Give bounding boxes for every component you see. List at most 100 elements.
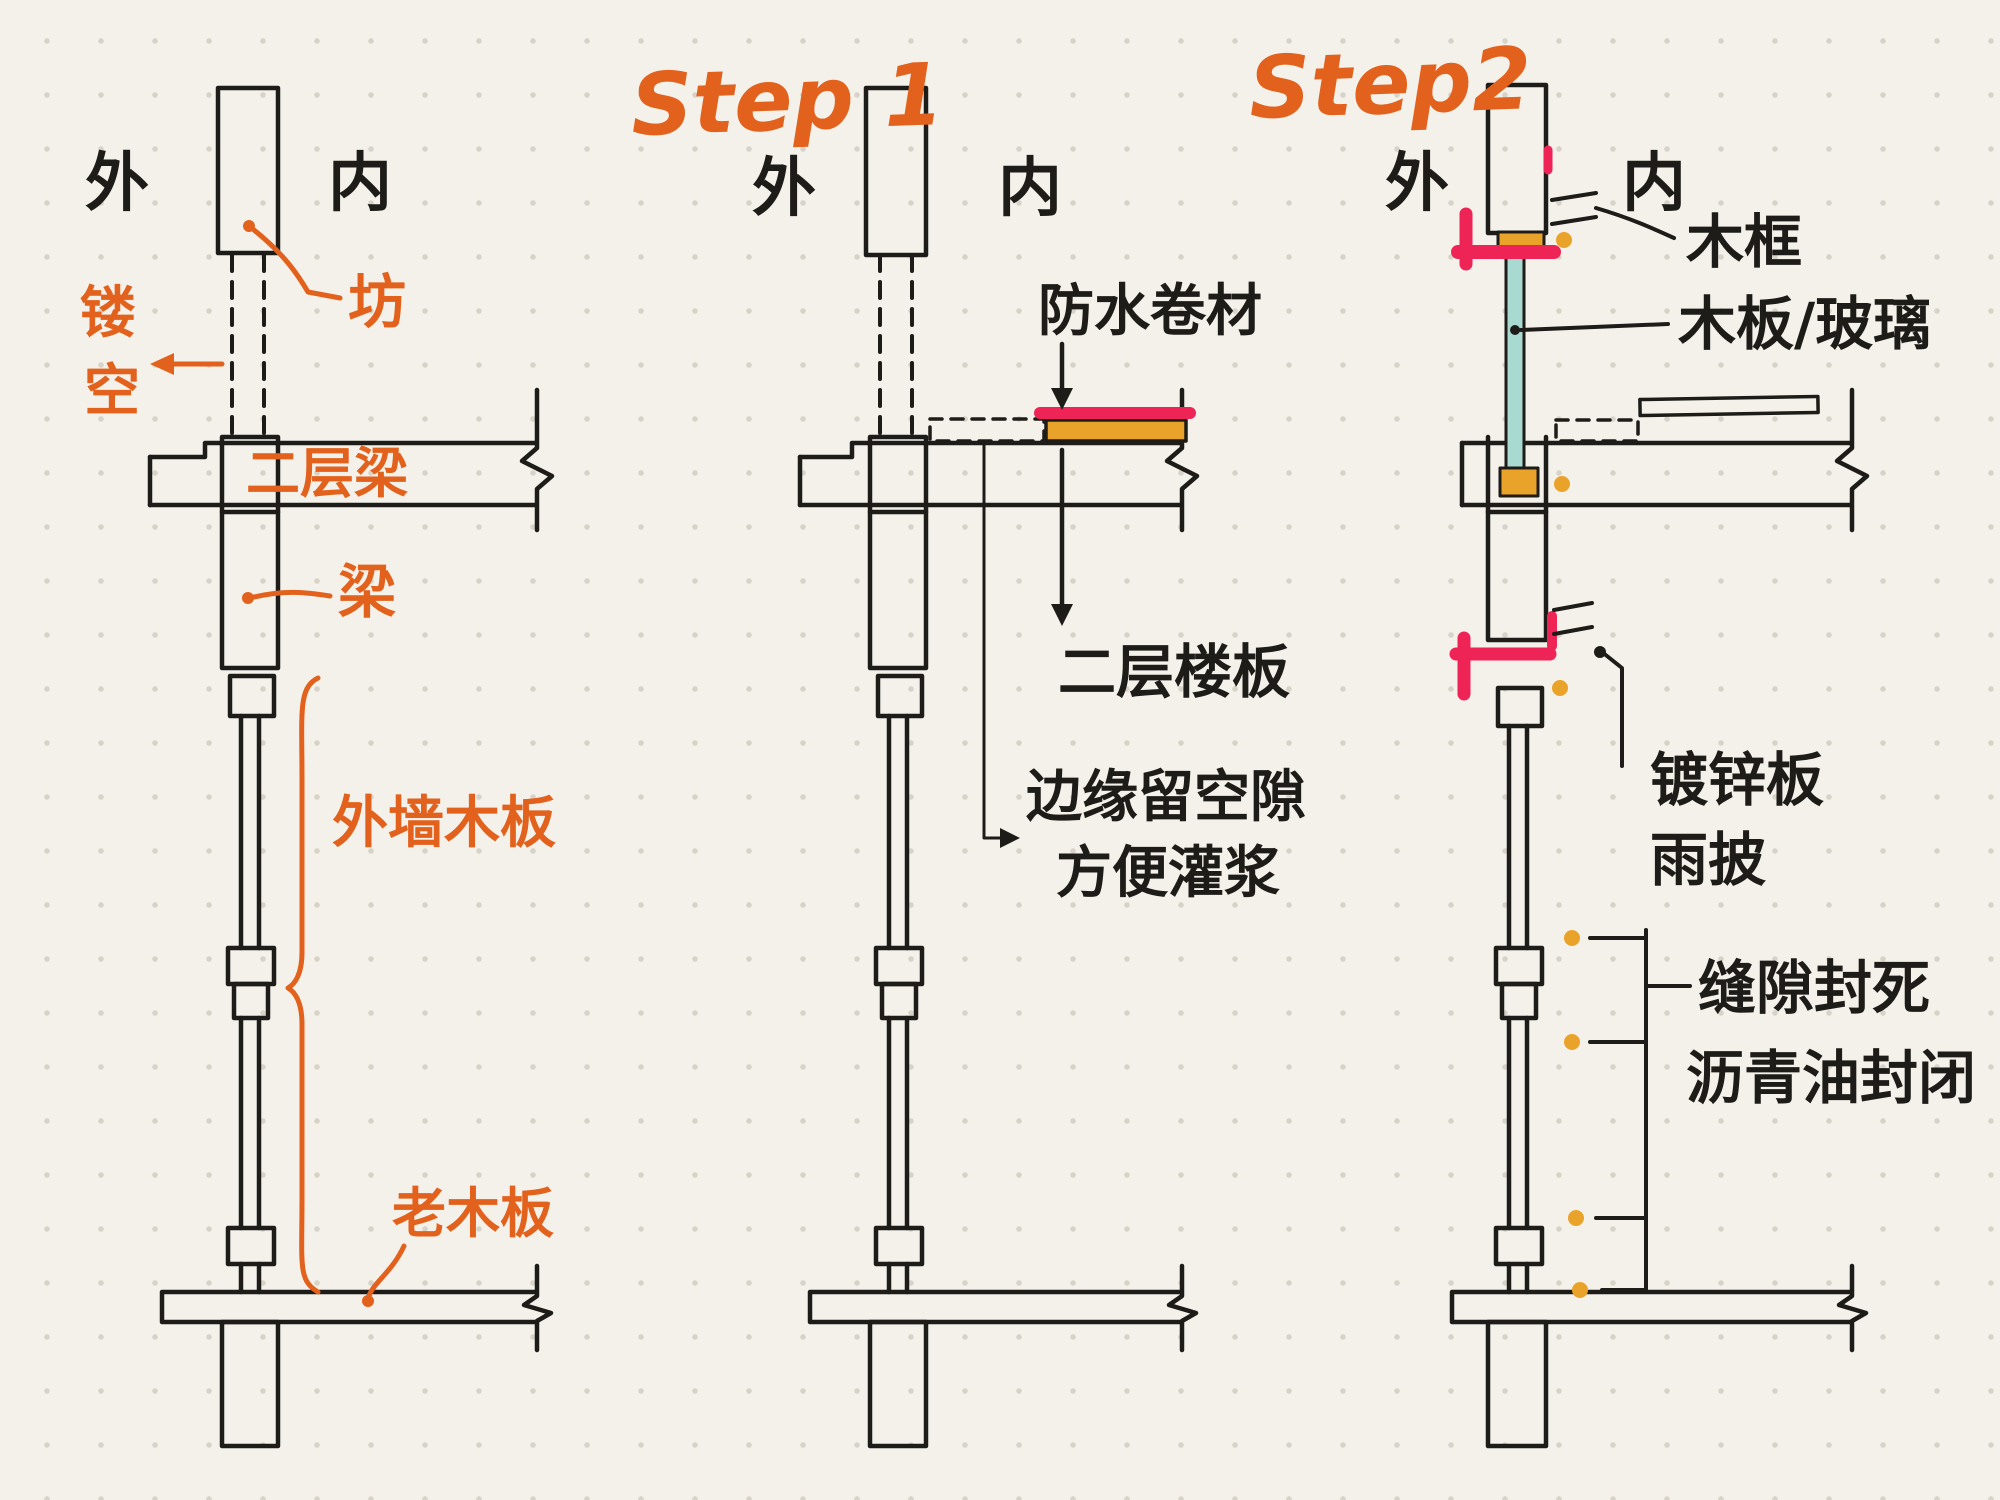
left-column-through-beam — [219, 434, 281, 515]
seal-dot — [1564, 930, 1580, 946]
second-floor-beam-label: 二层梁 — [246, 442, 408, 505]
step2-title: Step2 — [1247, 29, 1533, 139]
galvanized-leader-line — [1600, 650, 1624, 768]
board-glass-anchor-dot — [1510, 325, 1520, 335]
left-wall-joint-3 — [225, 1225, 277, 1267]
left-annotations — [150, 220, 407, 1307]
panel-step1: Step 1 外 内 防水卷材 二层楼板 边缘留空隙 方便灌浆 — [629, 45, 1306, 1449]
galvanized-label-line2: 雨披 — [1650, 826, 1766, 894]
step2-structure-lines — [1449, 82, 1870, 1449]
seal-label-line2: 沥青油封闭 — [1686, 1044, 1976, 1112]
step1-wall-joint-2 — [879, 981, 919, 1021]
fang-label: 坊 — [348, 268, 406, 336]
wall-board-brace — [285, 675, 321, 1295]
step2-wall-strip-2 — [1506, 1015, 1530, 1231]
left-wall-strip-3 — [238, 1261, 262, 1295]
hollow-arrow-head — [150, 353, 174, 375]
edge-gap-leader-line — [982, 441, 1006, 840]
exterior-wall-board-label: 外墙木板 — [332, 791, 556, 856]
galvanized-tick-2 — [1552, 625, 1594, 636]
step1-structure-lines — [797, 85, 1200, 1449]
step2-edge-gap-dashed-box — [1554, 418, 1640, 443]
board-glass-leader-line — [1519, 322, 1670, 332]
step1-wall-strip-1 — [886, 713, 910, 951]
left-wall-joint-2 — [231, 981, 271, 1021]
left-beam-segment — [219, 509, 281, 671]
slab-arrow-head — [1051, 604, 1073, 626]
wood-frame-leader-line — [1594, 206, 1676, 240]
left-wall-top-block — [227, 673, 277, 719]
seal-label-line1: 缝隙封死 — [1698, 954, 1930, 1022]
left-beam-break — [519, 387, 555, 533]
step1-title: Step 1 — [629, 45, 945, 156]
glass-panel — [1504, 250, 1526, 472]
step2-mid-column — [1485, 509, 1549, 643]
old-board-anchor-dot — [362, 1295, 374, 1307]
step2-bottom-column — [1485, 1319, 1549, 1449]
seal-dot — [1572, 1282, 1588, 1298]
panel-existing: 外 内 坊 镂 空 二层梁 梁 外墙木板 老木板 — [80, 85, 556, 1449]
wood-frame-tick-1 — [1550, 191, 1598, 202]
step2-floor-band — [1449, 1289, 1853, 1325]
step2-beam-break — [1834, 387, 1870, 533]
step2-column-through-beam — [1485, 434, 1549, 515]
step1-floor-break — [1166, 1263, 1199, 1353]
beam-label: 梁 — [338, 558, 396, 626]
old-board-leader-line — [366, 1243, 407, 1299]
step2-annotation-lines — [1519, 191, 1692, 1294]
step1-beam-top — [797, 440, 1183, 460]
hollow-label-char1: 镂 — [80, 281, 136, 346]
step1-wall-top-block — [875, 673, 925, 719]
step1-floor-band — [807, 1289, 1183, 1325]
step1-inside-label: 内 — [998, 152, 1062, 226]
step1-bottom-column — [867, 1319, 929, 1449]
step1-top-column — [863, 85, 929, 258]
left-inside-label: 内 — [328, 147, 392, 221]
step2-pink-seals — [1449, 145, 1561, 701]
step2-floor-break — [1836, 1263, 1869, 1353]
waterproof-membrane-bar — [1044, 418, 1188, 443]
step2-wall-strip-3 — [1506, 1261, 1530, 1295]
waterproof-arrow-head — [1051, 388, 1073, 410]
wood-frame-label: 木框 — [1686, 208, 1802, 276]
old-board-label: 老木板 — [392, 1182, 554, 1245]
edge-gap-arrow-head — [1000, 828, 1020, 848]
fang-leader-line — [251, 227, 343, 301]
board-glass-label: 木板/玻璃 — [1678, 290, 1931, 358]
seal-dot — [1556, 232, 1572, 248]
step1-outside-label: 外 — [752, 152, 816, 226]
step1-membrane — [1034, 407, 1196, 443]
step1-column-through-beam — [867, 434, 929, 515]
left-wall-strip-1 — [238, 713, 262, 951]
seal-dot — [1552, 680, 1568, 696]
edge-gap-label-line1: 边缘留空隙 — [1026, 765, 1306, 830]
waterproof-label: 防水卷材 — [1038, 279, 1262, 344]
step2-wall-top-block — [1495, 685, 1545, 729]
left-top-column — [215, 85, 281, 256]
edge-gap-label-line2: 方便灌浆 — [1056, 841, 1280, 906]
panel-step2: Step2 外 内 木框 木板/玻璃 镀锌板 雨披 缝隙封死 沥青油封闭 — [1247, 29, 1976, 1449]
left-outside-label: 外 — [85, 147, 149, 221]
galvanized-tick-1 — [1552, 601, 1594, 612]
step2-wall-joint-2 — [1499, 981, 1539, 1021]
step1-wall-joint-1 — [873, 945, 925, 987]
step2-orange-seal-dots — [1552, 232, 1588, 1298]
hollow-label-char2: 空 — [84, 359, 140, 424]
step2-outside-label: 外 — [1385, 147, 1449, 221]
left-floor-band — [159, 1289, 538, 1325]
left-wall-joint-1 — [225, 945, 277, 987]
step1-wall-strip-2 — [886, 1015, 910, 1231]
galvanized-label-line1: 镀锌板 — [1650, 746, 1824, 814]
left-floor-break — [521, 1263, 554, 1353]
step2-inside-label: 内 — [1622, 147, 1686, 221]
galvanized-anchor-dot — [1594, 646, 1606, 658]
wood-frame-tick-2 — [1550, 215, 1598, 226]
step1-edge-gap-dashed-box — [928, 417, 1046, 443]
step2-wall-strip-1 — [1506, 723, 1530, 951]
seal-dot — [1568, 1210, 1584, 1226]
beam-anchor-dot — [242, 592, 254, 604]
left-structure-lines — [147, 85, 555, 1449]
step1-wall-strip-3 — [886, 1261, 910, 1295]
